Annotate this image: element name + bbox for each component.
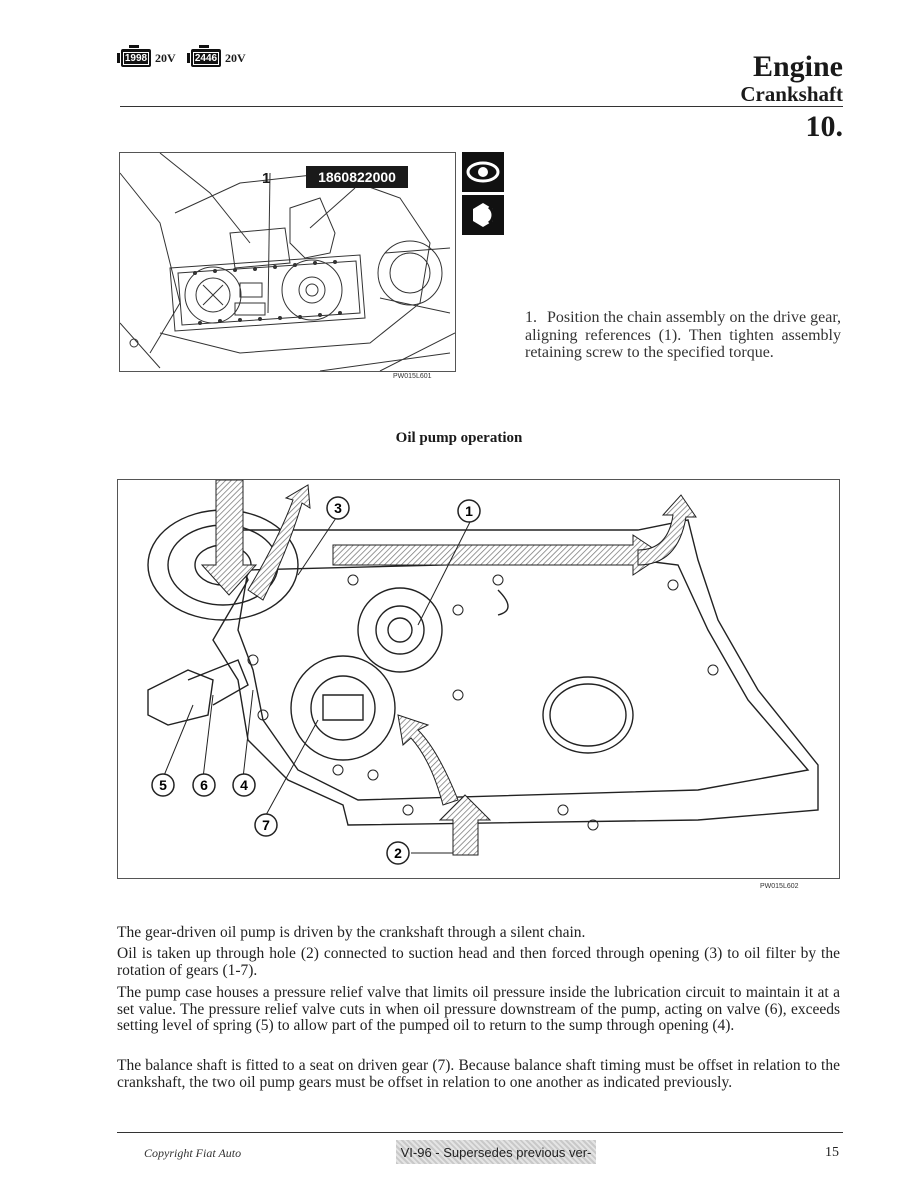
svg-text:6: 6 (200, 777, 208, 793)
chain-assembly-figure (119, 152, 456, 372)
step-1-text: 1.Position the chain assembly on the dri… (525, 309, 841, 361)
valves-label: 20V (225, 50, 246, 65)
figure-caption: Oil pump operation (395, 430, 523, 446)
oil-pump-figure (117, 479, 840, 879)
page-number: 15 (825, 1145, 839, 1160)
engine-icon: 2446 (187, 45, 221, 67)
paragraph: The balance shaft is fitted to a seat on… (117, 1057, 840, 1091)
figure-reference: PW015L602 (760, 883, 799, 890)
callout-1: 1 (262, 170, 271, 187)
paragraph: The gear-driven oil pump is driven by th… (117, 924, 586, 941)
page-subtitle: Crankshaft (740, 82, 843, 106)
section-number: 10. (805, 110, 844, 143)
callout-4: 4 (232, 773, 256, 802)
header-divider (120, 106, 843, 107)
copyright-text: Copyright Fiat Auto (144, 1146, 242, 1160)
svg-text:5: 5 (159, 777, 167, 793)
callout-6: 6 (192, 773, 216, 802)
paragraph: Oil is taken up through hole (2) connect… (117, 945, 840, 979)
chain-assembly-illustration (119, 152, 456, 372)
svg-text:4: 4 (240, 777, 248, 793)
callout-5: 5 (151, 773, 175, 802)
svg-text:2: 2 (394, 845, 402, 861)
callout-7: 7 (254, 813, 278, 842)
svg-text:7: 7 (262, 817, 270, 833)
callout-3: 3 (326, 496, 350, 525)
figure-reference: PW015L601 (393, 373, 432, 380)
callout-2: 2 (386, 841, 410, 870)
callout-1: 1 (457, 499, 481, 528)
page-title: Engine (752, 50, 843, 83)
oil-pump-illustration (147, 479, 819, 856)
tool-code-label: 1860822000 (306, 166, 408, 188)
valves-label: 20V (155, 50, 176, 65)
eye-icon (462, 152, 504, 192)
svg-text:1: 1 (465, 503, 473, 519)
footer-divider (117, 1132, 843, 1133)
engine-badge-1998: 1998 20V (117, 45, 176, 67)
edition-label: VI-96 - Supersedes previous ver- (396, 1140, 596, 1164)
engine-icon: 1998 (117, 45, 151, 67)
paragraph: The pump case houses a pressure relief v… (117, 984, 840, 1034)
tighten-icon (462, 195, 504, 235)
engine-badge-2446: 2446 20V (187, 45, 246, 67)
svg-text:3: 3 (334, 500, 342, 516)
